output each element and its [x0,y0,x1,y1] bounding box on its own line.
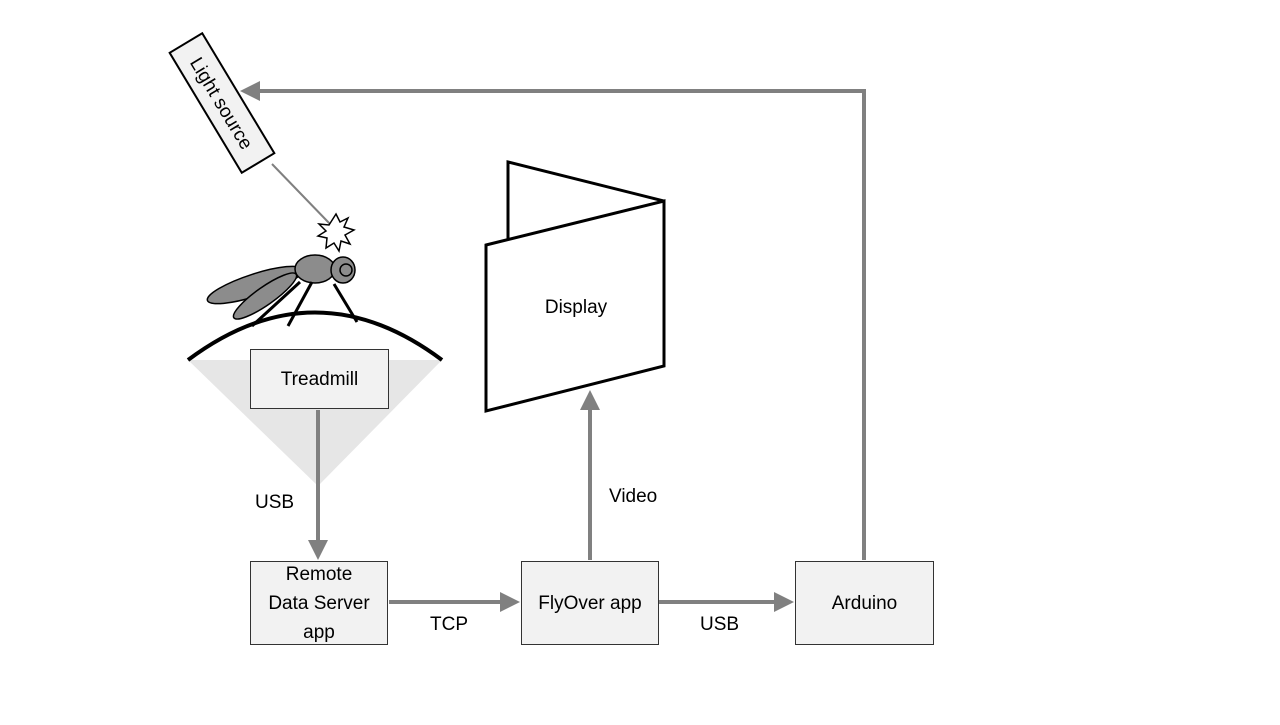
fly-icon [206,254,359,328]
tcp-label: TCP [430,614,468,635]
remote-data-server-label-line3: app [303,621,335,643]
video-label: Video [609,486,658,507]
light-source-box: Light source [168,31,276,175]
arrow-arduino-to-light [240,81,866,560]
treadmill-label: Treadmill [280,368,359,390]
flash-icon [316,212,356,253]
arduino-box: Arduino [795,561,934,645]
display-front-panel [484,199,666,413]
remote-data-server-label-line1: Remote [285,563,353,585]
remote-data-server-box: Remote Data Server app [250,561,388,645]
remote-data-server-label-line2: Data Server [268,592,370,614]
usb-label-arduino: USB [700,614,740,635]
light-beam [271,163,331,225]
flyover-app-label: FlyOver app [538,592,642,614]
usb-label-treadmill: USB [255,492,295,513]
flyover-app-box: FlyOver app [521,561,659,645]
arduino-label: Arduino [831,592,898,614]
treadmill-ball-arc [186,310,444,362]
treadmill-box: Treadmill [250,349,389,409]
display-label: Display [545,297,608,318]
